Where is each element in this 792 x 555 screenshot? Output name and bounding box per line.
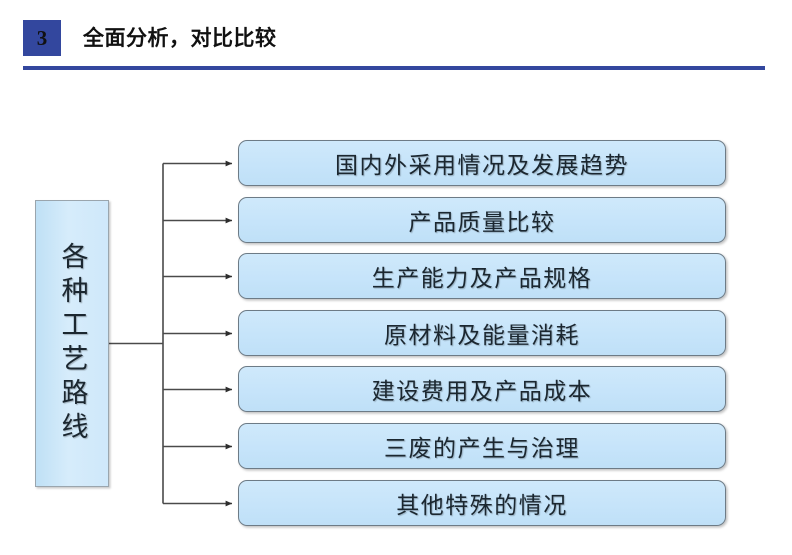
item-label-1: 国内外采用情况及发展趋势 [335, 153, 629, 179]
item-box-5[interactable]: 建设费用及产品成本 [238, 366, 726, 412]
header-divider [23, 66, 765, 70]
item-box-4[interactable]: 原材料及能量消耗 [238, 310, 726, 356]
item-box-1[interactable]: 国内外采用情况及发展趋势 [238, 140, 726, 186]
item-box-3[interactable]: 生产能力及产品规格 [238, 253, 726, 299]
item-box-2[interactable]: 产品质量比较 [238, 197, 726, 243]
process-comparison-diagram: 各种工艺路线 国内外采用情况及发展趋势 产品质量比较 生产能力及产品规格 原材料… [0, 72, 792, 555]
item-box-6[interactable]: 三废的产生与治理 [238, 423, 726, 469]
item-label-5: 建设费用及产品成本 [371, 379, 593, 405]
root-node[interactable]: 各种工艺路线 [35, 200, 109, 487]
item-label-2: 产品质量比较 [408, 210, 556, 236]
item-box-7[interactable]: 其他特殊的情况 [238, 480, 726, 526]
root-node-label: 各种工艺路线 [56, 241, 88, 446]
slide-header: 3 全面分析，对比比较 [0, 0, 792, 72]
page-title: 全面分析，对比比较 [83, 26, 277, 50]
item-label-4: 原材料及能量消耗 [384, 323, 580, 349]
item-label-7: 其他特殊的情况 [396, 493, 568, 519]
item-label-3: 生产能力及产品规格 [371, 266, 593, 292]
section-number-badge: 3 [23, 20, 61, 56]
item-label-6: 三废的产生与治理 [384, 436, 580, 462]
